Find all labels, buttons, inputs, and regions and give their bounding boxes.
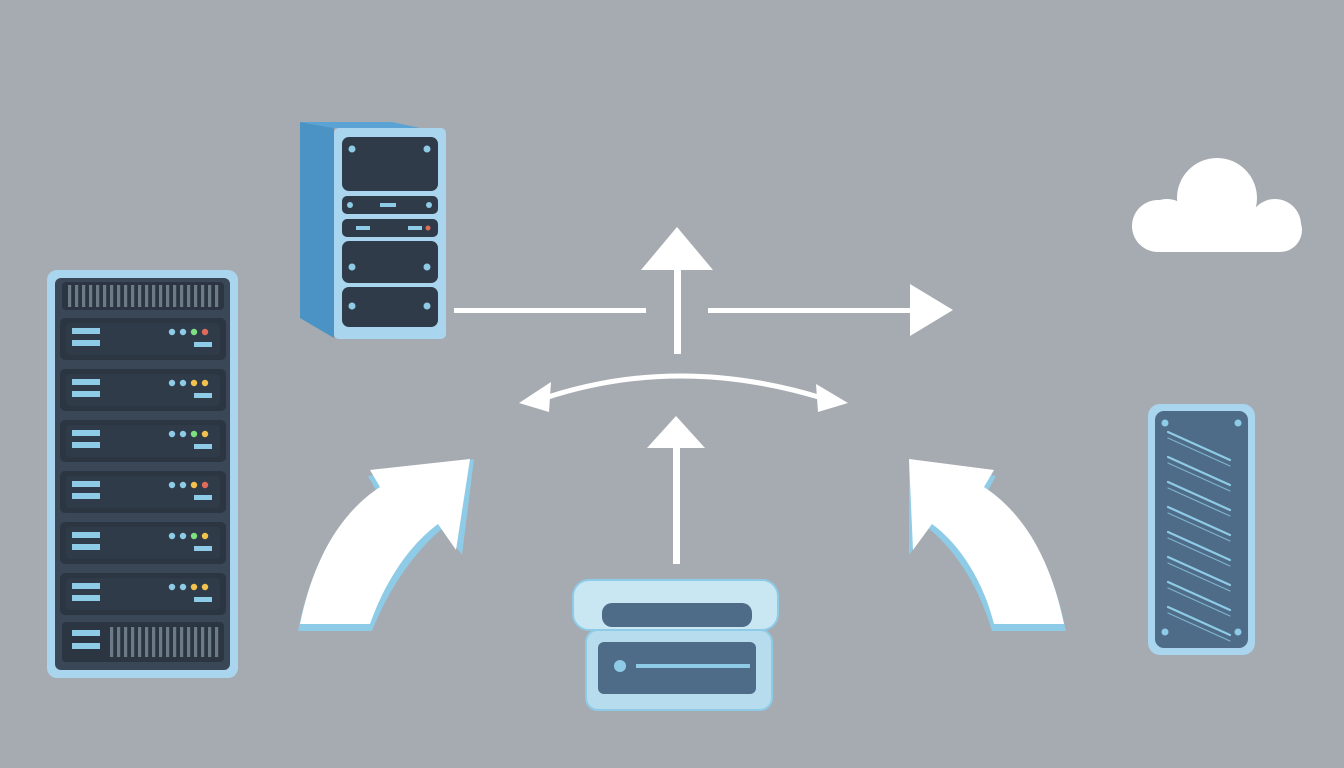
rack-unit — [60, 318, 226, 360]
cloud-icon — [1132, 158, 1302, 252]
rack-vent-top — [62, 282, 224, 310]
arrow-up-icon — [647, 416, 705, 564]
arrow-right-icon — [454, 284, 953, 336]
curved-arrow-icon — [909, 459, 1066, 631]
arrow-up-icon — [641, 227, 713, 354]
server-rack-icon — [47, 270, 238, 678]
rack-unit — [60, 522, 226, 564]
tower-server-icon — [300, 122, 446, 339]
rack-unit — [60, 573, 226, 615]
rack-units — [60, 318, 226, 615]
rack-unit — [60, 471, 226, 513]
double-arrow-arc-icon — [519, 373, 848, 412]
rack-unit — [60, 369, 226, 411]
storage-device-icon — [572, 579, 779, 711]
panel-pattern — [1166, 430, 1232, 642]
curved-arrow-icon — [298, 459, 474, 631]
rack-unit — [60, 420, 226, 462]
network-panel-icon — [1148, 404, 1255, 655]
rack-bottom-unit — [62, 622, 224, 662]
